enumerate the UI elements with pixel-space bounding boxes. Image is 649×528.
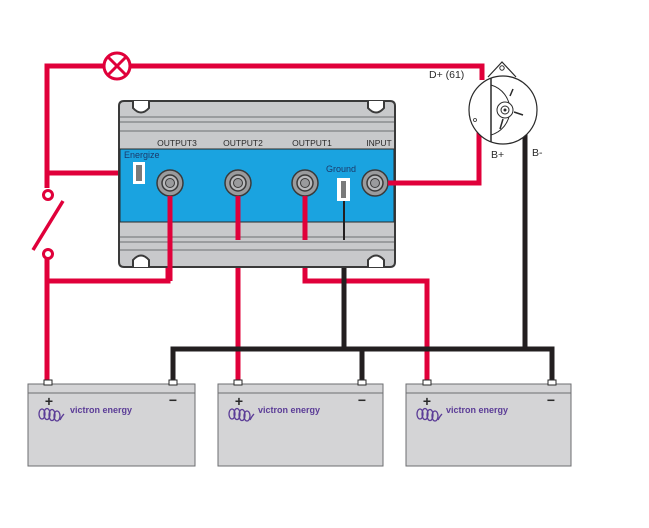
victron-logo-icon: [228, 407, 255, 422]
label-ground: Ground: [326, 164, 356, 174]
d-plus-wire-right: [131, 63, 485, 80]
output2-terminal[interactable]: [224, 169, 252, 197]
label-energize: Energize: [124, 150, 160, 160]
warning-lamp-icon: [102, 51, 132, 81]
minus-sign: −: [169, 392, 177, 408]
alternator-icon: D+ (61) B+ B-: [429, 61, 543, 161]
plus-sign: +: [235, 393, 243, 409]
victron-logo-icon: [38, 407, 65, 422]
label-b-minus: B-: [532, 147, 543, 159]
label-input: INPUT: [366, 138, 392, 148]
battery-2: + − victron energy: [217, 379, 384, 467]
negative-post: [168, 379, 178, 386]
label-output3: OUTPUT3: [157, 138, 197, 148]
label-output2: OUTPUT2: [223, 138, 263, 148]
minus-sign: −: [547, 392, 555, 408]
positive-post: [43, 379, 53, 386]
negative-post: [547, 379, 557, 386]
battery-brand: victron energy: [70, 405, 132, 415]
label-d-plus: D+ (61): [429, 69, 464, 81]
battery-3: + − victron energy: [405, 379, 572, 467]
ground-terminal[interactable]: [337, 178, 350, 201]
label-output1: OUTPUT1: [292, 138, 332, 148]
negative-wires: [170, 128, 555, 384]
output3-terminal[interactable]: [156, 169, 184, 197]
output1-terminal[interactable]: [291, 169, 319, 197]
input-wire: [377, 128, 482, 186]
negative-post: [357, 379, 367, 386]
victron-logo-icon: [416, 407, 443, 422]
positive-post: [422, 379, 432, 386]
plus-sign: +: [45, 393, 53, 409]
battery-brand: victron energy: [446, 405, 508, 415]
battery-1: + − victron energy: [27, 379, 196, 467]
input-terminal[interactable]: [361, 169, 389, 197]
ignition-switch-icon: [31, 188, 65, 260]
label-b-plus: B+: [491, 149, 504, 161]
d-plus-wire: [44, 63, 104, 190]
positive-post: [233, 379, 243, 386]
energize-terminal[interactable]: [133, 162, 145, 184]
battery-isolator: OUTPUT3 OUTPUT2 OUTPUT1 INPUT Energize G…: [118, 100, 396, 268]
battery-brand: victron energy: [258, 405, 320, 415]
plus-sign: +: [423, 393, 431, 409]
minus-sign: −: [358, 392, 366, 408]
